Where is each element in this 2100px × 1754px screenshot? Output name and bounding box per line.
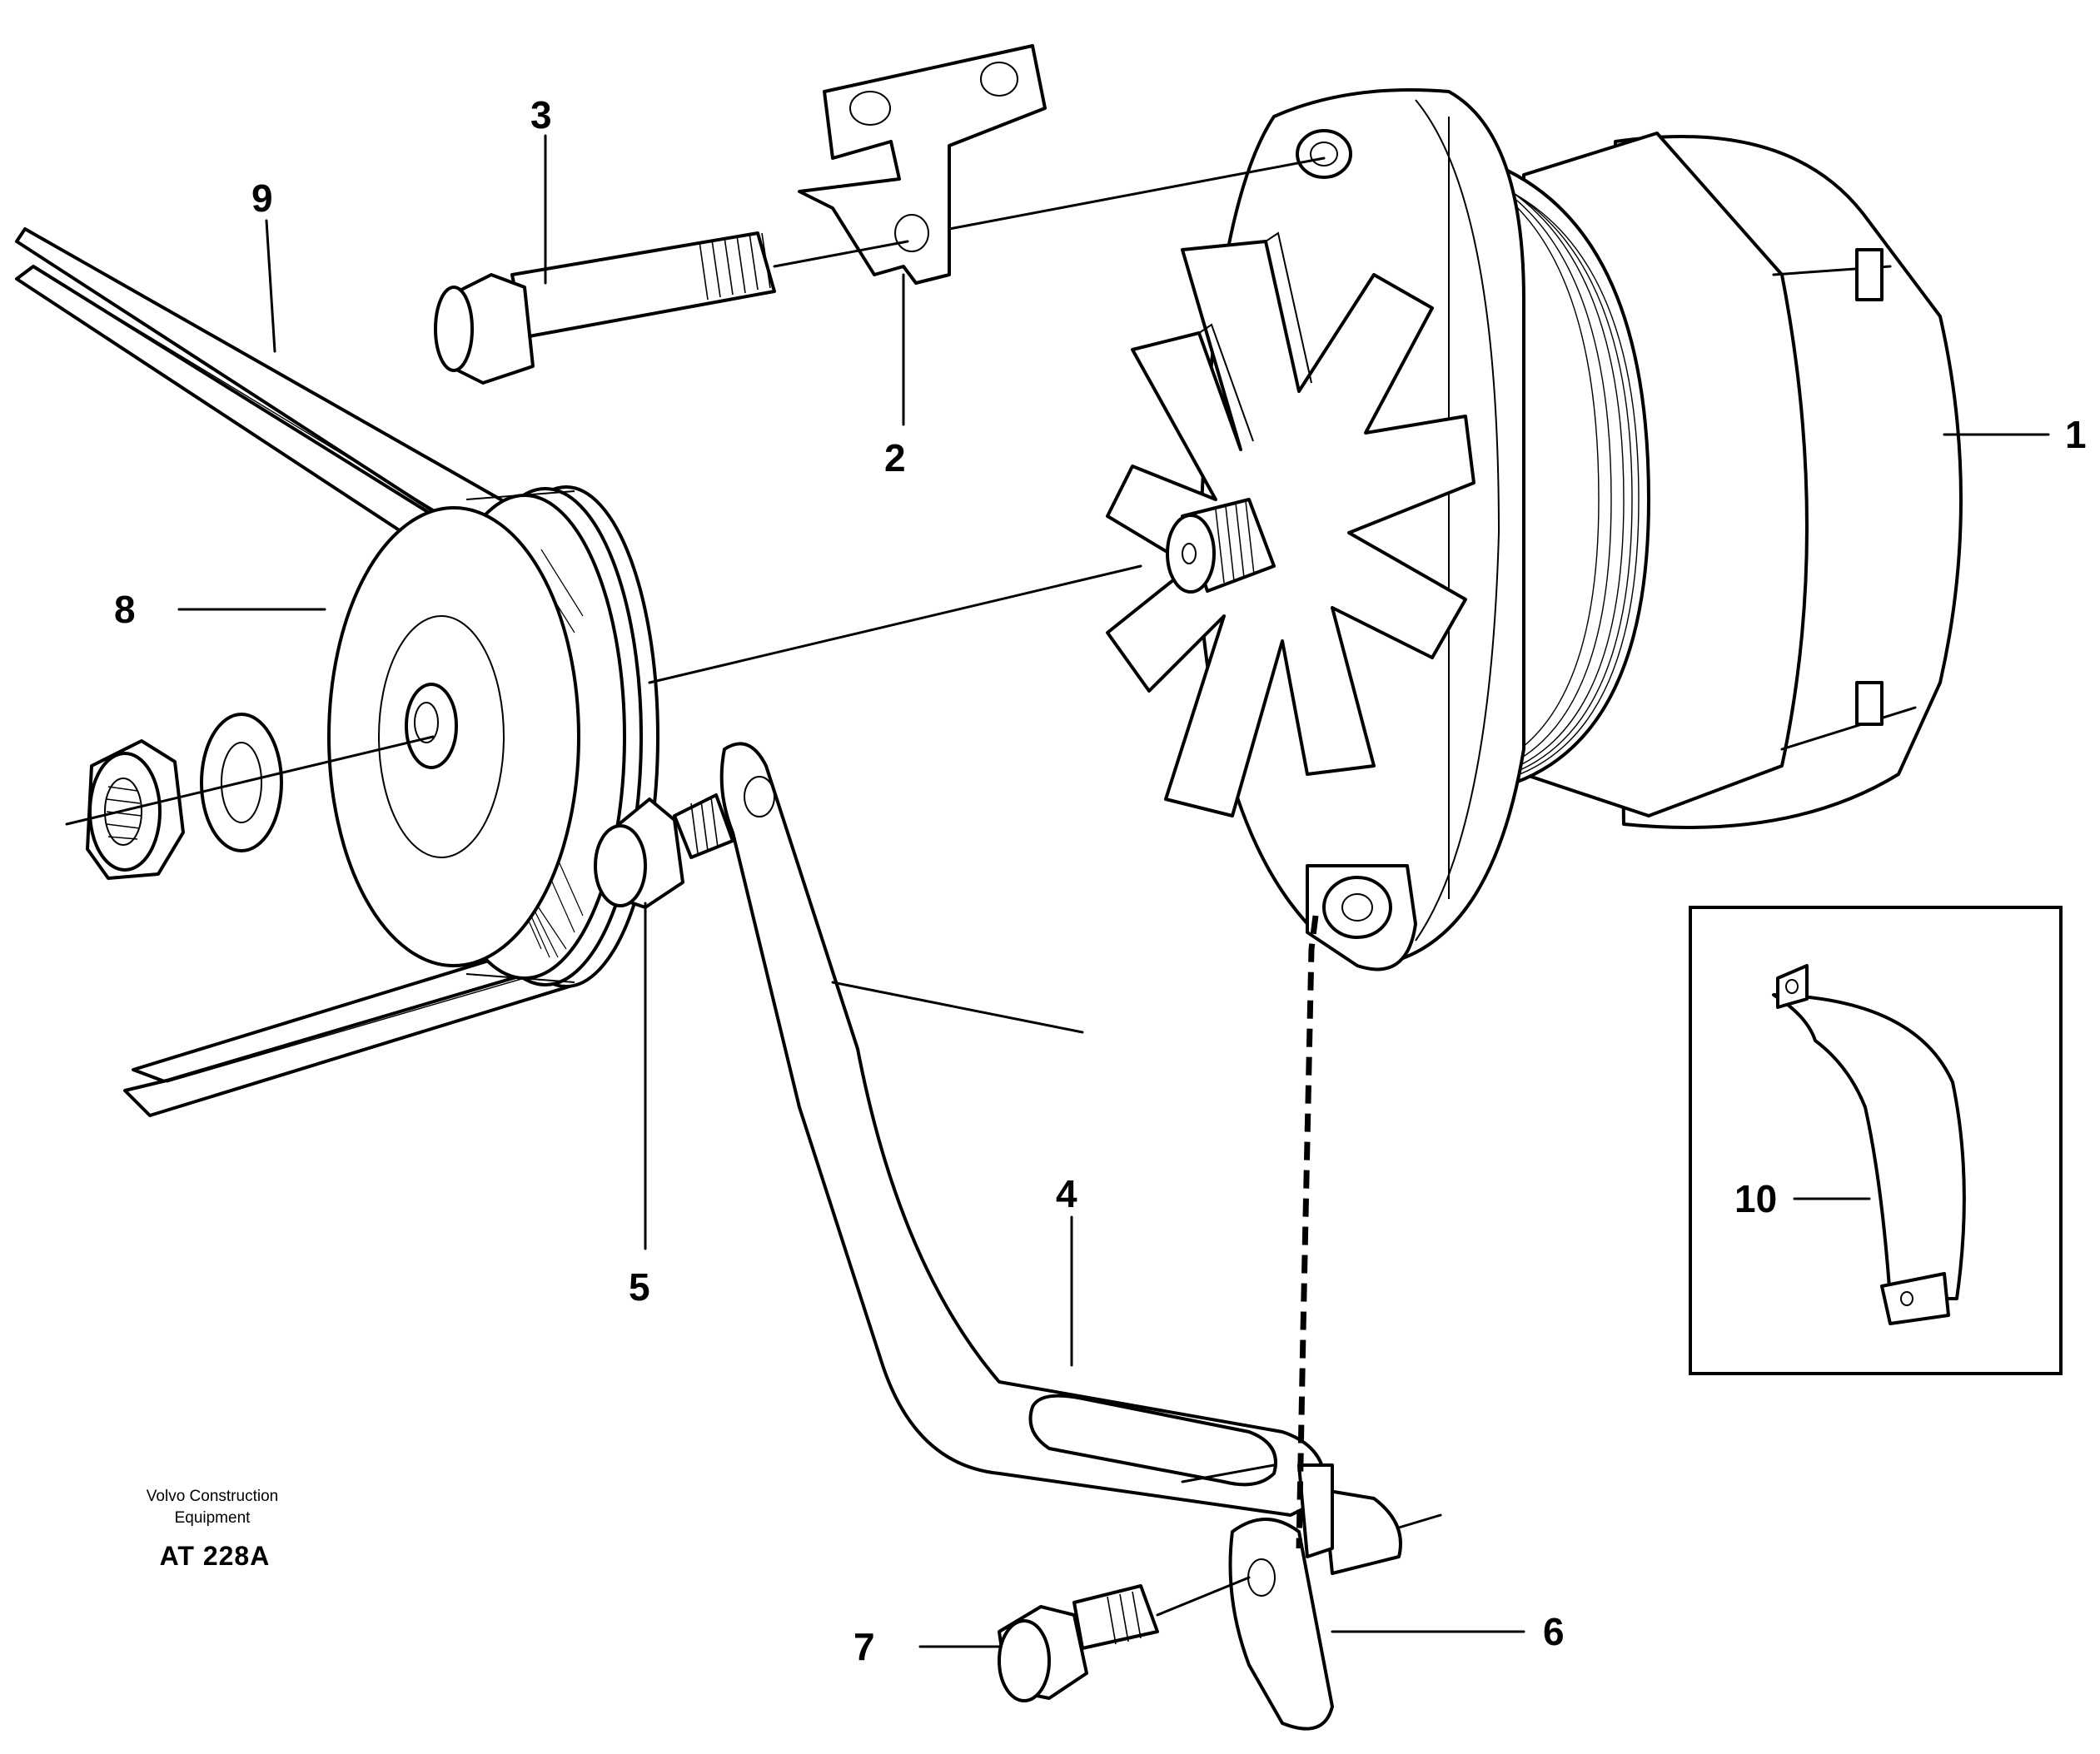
callout-3: 3 [530, 93, 552, 137]
drawing-code: AT 228A [160, 1541, 271, 1571]
belt-guard [1772, 964, 1966, 1325]
callout-6: 6 [1543, 1610, 1565, 1653]
upper-bracket [798, 44, 1047, 285]
callout-9: 9 [251, 176, 273, 220]
credit-line-2: Equipment [175, 1509, 251, 1527]
bolt-axis-line [773, 240, 909, 268]
leader-lines [177, 134, 2050, 1648]
alternator-fan [1106, 231, 1475, 817]
adjusting-arm [719, 742, 1327, 1517]
flange-bolt-lower [998, 1584, 1159, 1702]
dashed-alignment-line [1296, 915, 1319, 1549]
callout-7: 7 [853, 1625, 875, 1668]
callout-5: 5 [629, 1265, 650, 1309]
arm-slot-line [1181, 1463, 1276, 1483]
alternator-shaft [1166, 498, 1276, 594]
callout-4: 4 [1056, 1172, 1077, 1215]
callout-2: 2 [884, 436, 906, 479]
callout-8: 8 [114, 588, 136, 631]
pulley-axis-line [65, 735, 435, 826]
credit-line-1: Volvo Construction [147, 1488, 278, 1505]
lower-bolt-axis-line [1156, 1576, 1251, 1617]
arm-edge-line [831, 981, 1084, 1034]
callout-10: 10 [1734, 1177, 1777, 1220]
callout-1: 1 [2065, 413, 2087, 456]
shaft-axis-line [648, 564, 1142, 684]
lower-bracket [1228, 1463, 1442, 1731]
long-bolt [434, 231, 776, 385]
pulley [327, 485, 659, 988]
upper-mount-line [948, 157, 1326, 231]
pulley-nut [86, 739, 185, 880]
v-belt [15, 227, 585, 1117]
flange-bolt-upper [594, 793, 734, 909]
